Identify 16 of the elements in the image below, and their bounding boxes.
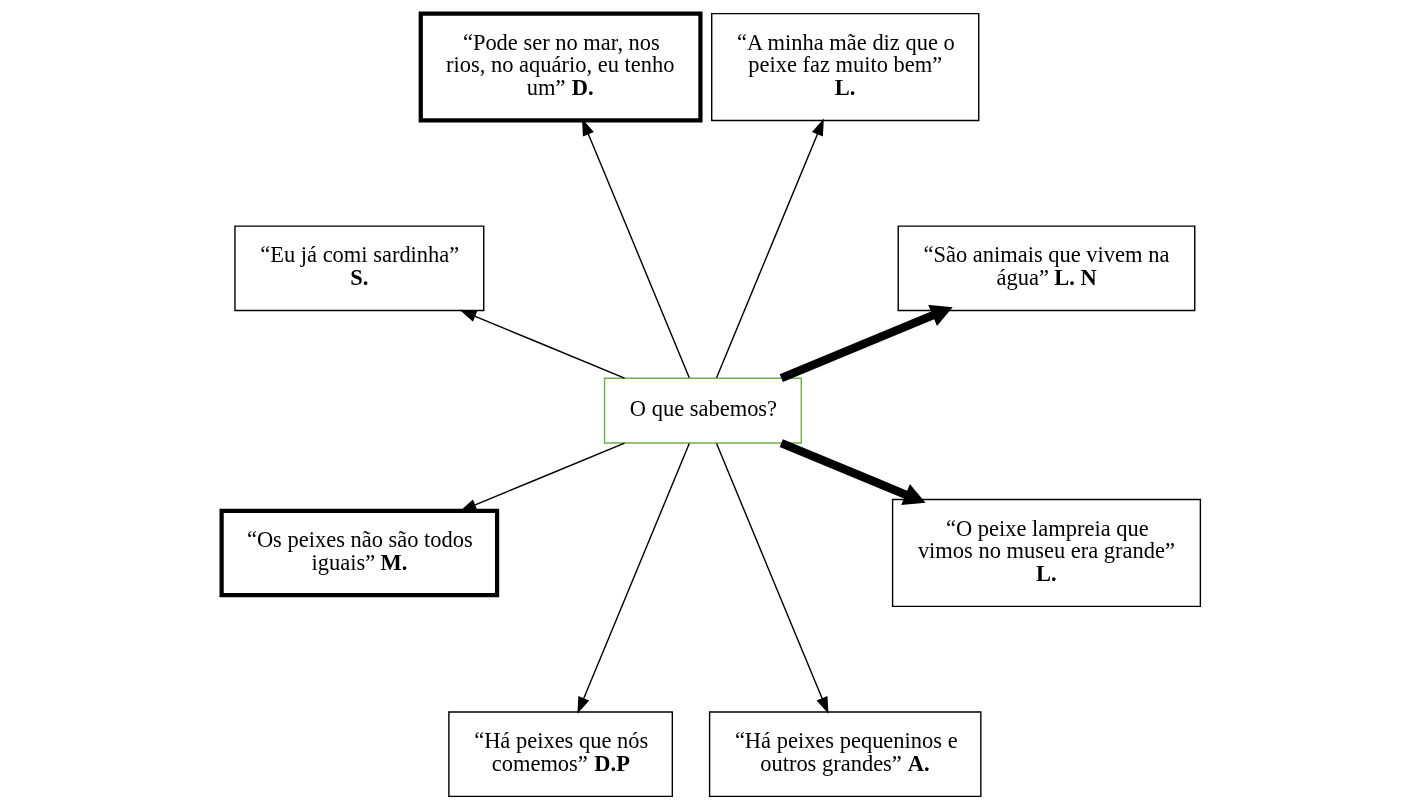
node-box: “São animais que vivem na água” L. N [897, 225, 1195, 312]
arrow [779, 439, 926, 506]
node-box: “A minha mãe diz que o peixe faz muito bem” L. [710, 12, 979, 122]
node-box: “Eu já comi sardinha” S. [233, 225, 484, 312]
node-box: “Há peixes pequeninos e outros grandes” A. [708, 711, 982, 798]
node-box: O que sabemos? [603, 377, 802, 444]
arrow [715, 118, 824, 379]
node-box: “Há peixes que nós comemos” D.P [447, 711, 673, 798]
node-box: “O peixe lampreia que vimos no museu era grande” L. [891, 498, 1201, 608]
arrow [576, 442, 690, 714]
arrow [459, 442, 625, 512]
arrow [715, 442, 828, 714]
node-box: “Pode ser no mar, nos rios, no aquário, eu tenho um” D. [418, 11, 703, 123]
arrow [779, 304, 953, 383]
arrow [459, 309, 625, 379]
node-box: “Os peixes não são todos iguais” M. [219, 508, 499, 598]
